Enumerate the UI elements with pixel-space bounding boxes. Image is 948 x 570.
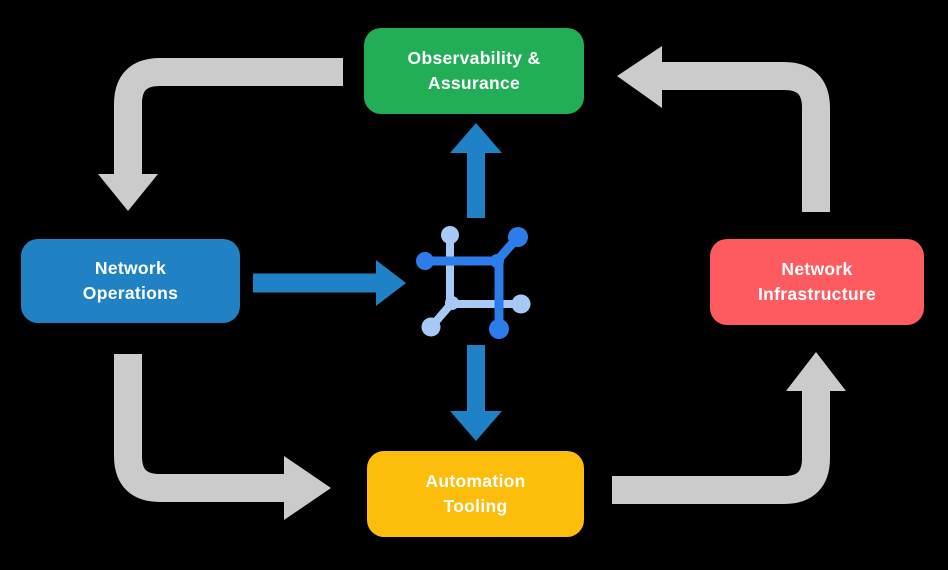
- flow-arrow-operations-to-center: [253, 260, 406, 306]
- node-automation-tooling: Automation Tooling: [367, 451, 584, 537]
- node-label-line: Infrastructure: [758, 284, 876, 304]
- node-network-infrastructure: Network Infrastructure: [710, 239, 924, 325]
- cycle-arrow-infrastructure-to-observability: [617, 46, 830, 212]
- network-mesh-icon: [416, 226, 531, 339]
- flow-arrow-center-to-observability: [450, 123, 502, 218]
- cycle-arrow-operations-to-tooling: [114, 354, 331, 520]
- node-label-line: Operations: [82, 283, 179, 303]
- node-label-line: Network: [781, 259, 853, 279]
- node-label-line: Assurance: [427, 73, 521, 93]
- node-network-operations: Network Operations: [21, 239, 240, 323]
- node-label-line: Network: [94, 258, 167, 278]
- cycle-arrow-tooling-to-infrastructure: [612, 352, 846, 504]
- node-label-line: Observability &: [407, 48, 541, 68]
- node-observability-assurance: Observability & Assurance: [364, 28, 584, 114]
- node-label-line: Automation: [425, 471, 526, 491]
- node-label-line: Tooling: [443, 496, 508, 516]
- cycle-arrow-observability-to-operations: [98, 58, 343, 211]
- flow-arrow-center-to-tooling: [450, 345, 502, 441]
